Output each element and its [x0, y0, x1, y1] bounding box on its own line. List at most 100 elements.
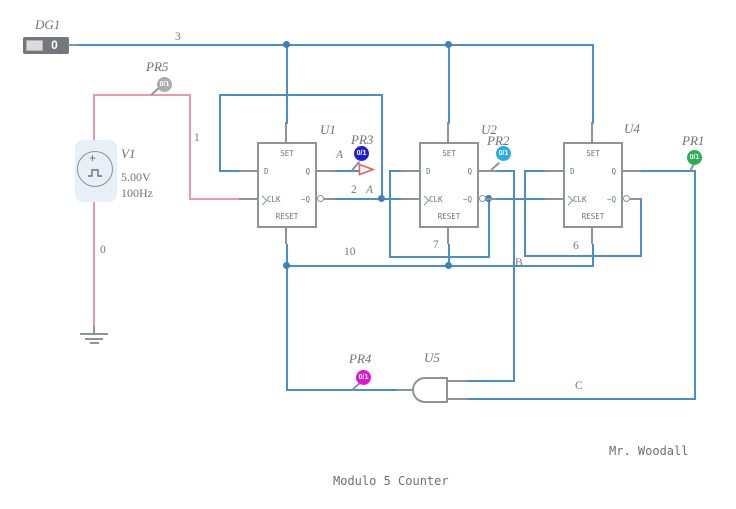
net-label-b: B — [515, 257, 523, 269]
u4-label: U4 — [624, 121, 640, 136]
u4-pin-set: SET — [586, 149, 600, 158]
wire-net2-u1qn-u2clk[interactable] — [335, 198, 403, 200]
flipflop-u4[interactable]: SET D Q CLK ~Q RESET — [563, 142, 623, 228]
wire-u2-dloop-bottom[interactable] — [389, 256, 490, 258]
u2-pin-q: Q — [467, 167, 472, 176]
wire-clk-v1-up[interactable] — [93, 94, 95, 142]
junction-dot — [445, 262, 452, 269]
net-label-2: 2 — [351, 184, 357, 196]
junction-dot — [378, 195, 385, 202]
wire-netB-vertical[interactable] — [513, 170, 515, 382]
pr4-label: PR4 — [349, 351, 372, 366]
u4-qn-stub — [630, 198, 641, 200]
v1-circle — [77, 151, 113, 187]
junction-dot — [445, 41, 452, 48]
pr2-label: PR2 — [487, 133, 510, 148]
digital-input-dg1[interactable]: 0 — [23, 37, 69, 54]
probe-pr2[interactable]: 0/1 — [496, 146, 511, 161]
net-label-0: 0 — [100, 244, 106, 256]
u5-label: U5 — [424, 350, 440, 365]
wire-u2-q[interactable] — [497, 170, 515, 172]
wire-u1-d[interactable] — [219, 170, 240, 172]
wire-u1-dloop-left[interactable] — [219, 94, 221, 172]
u2-clk-wedge-icon — [419, 195, 430, 206]
u2-pin-d: D — [426, 167, 431, 176]
u4-clk-stub — [545, 198, 563, 200]
wire-u2-dloop-right[interactable] — [488, 198, 490, 258]
u2-pin-qn: ~Q — [462, 195, 472, 204]
wire-and-output[interactable] — [286, 389, 399, 391]
wire-u2-dloop-left[interactable] — [389, 170, 391, 258]
u2-clk-stub — [401, 198, 419, 200]
wire-netC-and-input-lower[interactable] — [467, 398, 696, 400]
wire-net10-down[interactable] — [286, 265, 288, 391]
wire-u4-dloop-left[interactable] — [524, 170, 526, 257]
wire-clk-top[interactable] — [93, 94, 191, 96]
probe-pr1[interactable]: 0/1 — [687, 150, 702, 165]
wire-net3[interactable] — [76, 44, 594, 46]
wire-v1-to-ground[interactable] — [93, 202, 95, 326]
net-label-10: 10 — [344, 246, 356, 258]
wire-u1-reset-drop[interactable] — [286, 244, 288, 266]
wire-u2-reset-drop[interactable] — [448, 244, 450, 266]
wire-u4-dloop-bottom[interactable] — [524, 255, 642, 257]
u1-pin-q: Q — [305, 167, 310, 176]
u1-pin-set: SET — [280, 149, 294, 158]
u2-set-stub — [447, 122, 449, 142]
net-label-6: 6 — [573, 240, 579, 252]
u1-clk-wedge-icon — [257, 195, 268, 206]
u4-pin-clk: CLK — [573, 195, 587, 204]
wire-u1-dloop-top[interactable] — [219, 94, 383, 96]
and-gate-u5[interactable] — [412, 377, 448, 403]
wire-u4-d[interactable] — [524, 170, 546, 172]
probe-pr4[interactable]: 0/1 — [356, 370, 371, 385]
u4-pin-d: D — [570, 167, 575, 176]
wire-clk-down[interactable] — [189, 94, 191, 200]
u1-d-stub — [239, 170, 257, 172]
wire-u4-dloop-right[interactable] — [640, 198, 642, 257]
u4-pin-q: Q — [611, 167, 616, 176]
wire-u4-q[interactable] — [641, 170, 696, 172]
wire-net10[interactable] — [286, 265, 594, 267]
u2-d-stub — [401, 170, 419, 172]
schematic-title: Modulo 5 Counter — [333, 474, 449, 488]
wire-u4-reset-drop[interactable] — [592, 244, 594, 266]
u4-clk-wedge-icon — [563, 195, 574, 206]
u2-reset-stub — [447, 228, 449, 244]
wire-u2-d[interactable] — [389, 170, 402, 172]
wire-u1-dloop-right[interactable] — [381, 94, 383, 200]
pr3-arrow-icon — [358, 163, 376, 176]
ground-symbol[interactable] — [70, 320, 120, 348]
pr3-label: PR3 — [351, 132, 374, 147]
voltage-source-v1[interactable]: + — [75, 140, 117, 202]
dg1-label: DG1 — [35, 17, 61, 32]
u4-reset-stub — [591, 228, 593, 244]
wire-net3-drop-u2set[interactable] — [448, 44, 450, 124]
junction-dot — [283, 262, 290, 269]
pr1-label: PR1 — [682, 133, 705, 148]
u1-pin-d: D — [264, 167, 269, 176]
wire-u1-q[interactable] — [335, 170, 360, 172]
u2-pin-set: SET — [442, 149, 456, 158]
u1-qn-stub — [324, 198, 335, 200]
u5-input2-stub — [448, 398, 467, 400]
u4-set-stub — [591, 122, 593, 142]
u1-pin-qn: ~Q — [300, 195, 310, 204]
probe-pr3[interactable]: 0/1 — [354, 146, 369, 161]
u4-pin-reset: RESET — [581, 212, 605, 221]
wire-and-input-upper[interactable] — [467, 380, 515, 382]
probe-pr5[interactable]: 0/1 — [157, 77, 172, 92]
wire-clk-to-u1[interactable] — [189, 198, 241, 200]
wire-net3-drop-u4set[interactable] — [592, 44, 594, 124]
u2-label: U2 — [481, 122, 497, 137]
wire-netC-vertical[interactable] — [694, 170, 696, 400]
dg1-switch-pad[interactable] — [26, 40, 43, 51]
flipflop-u2[interactable]: SET D Q CLK ~Q RESET — [419, 142, 479, 228]
u1-q-stub — [317, 170, 335, 172]
net-label-a: A — [336, 149, 344, 161]
flipflop-u1[interactable]: SET D Q CLK ~Q RESET — [257, 142, 317, 228]
wire-u2qn-u4clk[interactable] — [497, 198, 547, 200]
wire-net3-drop-u1set[interactable] — [286, 44, 288, 124]
author-text: Mr. Woodall — [609, 444, 689, 458]
